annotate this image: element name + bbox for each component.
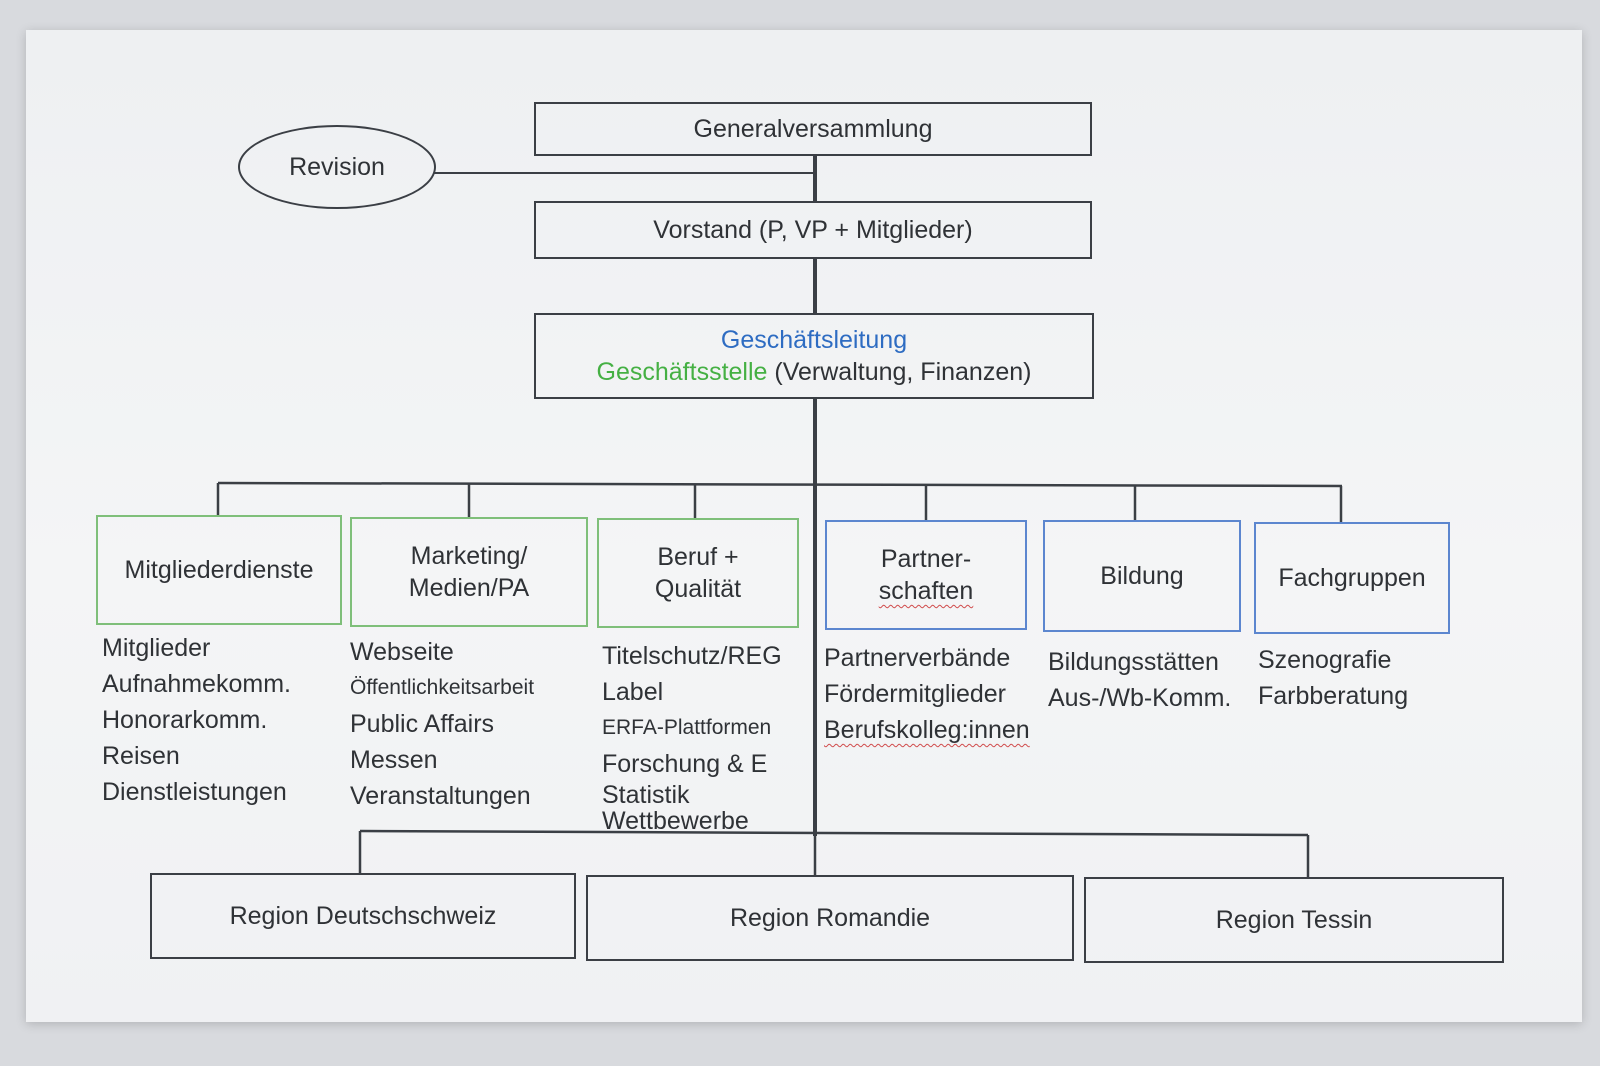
list-item: Fördermitglieder (824, 680, 1007, 708)
dept-title-beruf-line2: Qualität (654, 575, 742, 603)
revision-ellipse: Revision (238, 125, 436, 209)
dept-box-beruf: Beruf + Qualität (597, 518, 799, 628)
region-label-tessin: Region Tessin (1215, 905, 1373, 934)
geschaeftsleitung-label: Geschäftsleitung (720, 325, 908, 354)
dept-box-marketing: Marketing/ Medien/PA (350, 517, 588, 627)
list-partnerschaften: Partnerverbände Fördermitglieder Berufsk… (824, 640, 1030, 748)
list-item: Bildungsstätten (1048, 648, 1219, 676)
dept-box-mitgliederdienste: Mitgliederdienste (96, 515, 342, 625)
dept-title-fachgruppen: Fachgruppen (1278, 563, 1426, 592)
dept-title-mitgliederdienste: Mitgliederdienste (124, 555, 314, 584)
list-item: ERFA-Plattformen (602, 716, 772, 739)
dept-title-marketing-line1: Marketing/ (410, 541, 528, 570)
list-mitgliederdienste: Mitglieder Aufnahmekomm. Honorarkomm. Re… (102, 630, 291, 810)
list-item: Farbberatung (1258, 682, 1409, 710)
vorstand-box: Vorstand (P, VP + Mitglieder) (534, 201, 1092, 259)
org-chart-slide: Generalversammlung Revision Vorstand (P,… (26, 30, 1582, 1022)
list-item: Webseite (350, 638, 454, 666)
list-item: Titelschutz/REG (602, 642, 782, 670)
list-item: Honorarkomm. (102, 706, 268, 734)
dept-box-fachgruppen: Fachgruppen (1254, 522, 1450, 634)
list-item: Wettbewerbe (602, 807, 749, 835)
list-item: Statistik (602, 781, 690, 809)
dept-box-bildung: Bildung (1043, 520, 1241, 632)
list-beruf: Titelschutz/REG Label ERFA-Plattformen F… (602, 638, 782, 834)
geschaeftsstelle-line: Geschäftsstelle (Verwaltung, Finanzen) (597, 356, 1032, 389)
vorstand-label: Vorstand (P, VP + Mitglieder) (653, 215, 973, 244)
dept-title-marketing-line2: Medien/PA (408, 574, 530, 602)
dept-title-beruf-line1: Beruf + (657, 542, 739, 571)
list-item: Messen (350, 746, 438, 774)
list-item: Berufskolleg:innen (824, 716, 1030, 744)
revision-label: Revision (289, 152, 385, 181)
list-item: Veranstaltungen (350, 782, 531, 810)
region-label-romandie: Region Romandie (729, 903, 931, 932)
dept-title-bildung: Bildung (1100, 561, 1184, 590)
list-item: Mitglieder (102, 634, 211, 662)
list-item: Public Affairs (350, 710, 495, 738)
dept-title-partnerschaften-line1: Partner- (880, 544, 972, 573)
list-item: Partnerverbände (824, 644, 1011, 672)
dept-title-partnerschaften-line2: schaften (878, 577, 974, 605)
list-item: Reisen (102, 742, 180, 770)
geschaeftsstelle-label: Geschäftsstelle (596, 358, 768, 386)
generalversammlung-label: Generalversammlung (693, 114, 933, 143)
list-item: Szenografie (1258, 646, 1392, 674)
list-marketing: Webseite Öffentlichkeitsarbeit Public Af… (350, 634, 534, 814)
region-bar (359, 829, 1309, 837)
list-item: Label (602, 678, 664, 706)
list-fachgruppen: Szenografie Farbberatung (1258, 642, 1408, 714)
dept-box-partnerschaften: Partner- schaften (825, 520, 1027, 630)
region-label-deutschschweiz: Region Deutschschweiz (229, 901, 497, 930)
geschaeftsleitung-box: Geschäftsleitung Geschäftsstelle (Verwal… (534, 313, 1094, 399)
list-item: Forschung & E (602, 750, 768, 778)
generalversammlung-box: Generalversammlung (534, 102, 1092, 156)
region-box-romandie: Region Romandie (586, 875, 1074, 961)
list-bildung: Bildungsstätten Aus-/Wb-Komm. (1048, 644, 1231, 716)
department-bar (217, 481, 1343, 488)
list-item: Öffentlichkeitsarbeit (350, 676, 535, 699)
region-box-tessin: Region Tessin (1084, 877, 1504, 963)
geschaeftsstelle-detail: (Verwaltung, Finanzen) (767, 358, 1032, 386)
list-item: Aufnahmekomm. (102, 670, 291, 698)
list-item: Dienstleistungen (102, 778, 287, 806)
region-box-deutschschweiz: Region Deutschschweiz (150, 873, 576, 959)
list-item: Aus-/Wb-Komm. (1048, 684, 1232, 712)
connector-lines (216, 156, 1343, 877)
